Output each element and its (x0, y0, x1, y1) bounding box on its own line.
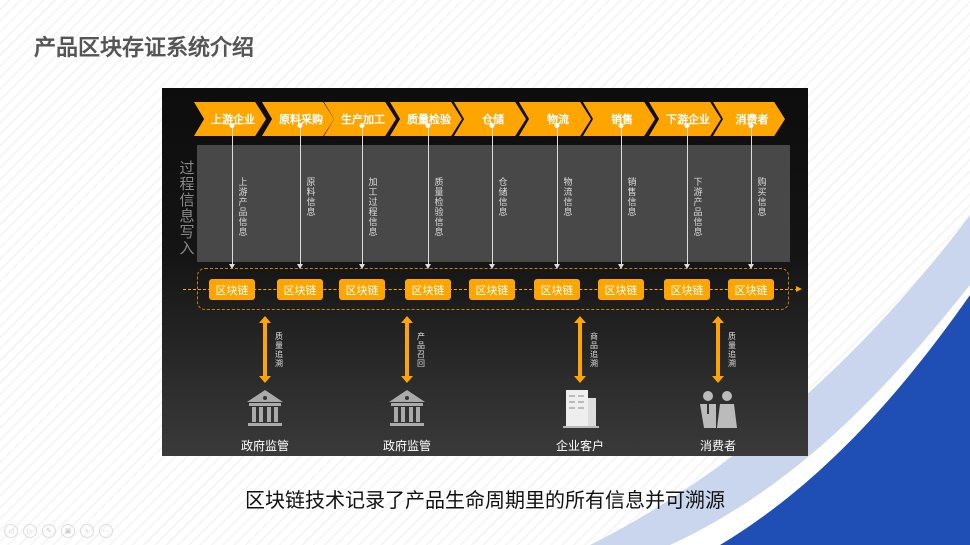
down-arrow-icon (748, 264, 754, 269)
bidirectional-arrow-icon (712, 316, 724, 383)
stage-info: 下游产品信息 (693, 178, 703, 238)
down-arrow-icon (229, 264, 235, 269)
stage-1: 原料采购 (262, 102, 334, 136)
more-icon[interactable]: ⋯ (99, 524, 113, 538)
caption: 区块链技术记录了产品生命周期里的所有信息并可溯源 (245, 488, 725, 512)
blockchain-block: 区块链 (209, 279, 255, 300)
stage-0: 上游企业 (194, 102, 266, 136)
connector-dot (297, 123, 303, 128)
blockchain-block: 区块链 (664, 279, 710, 300)
blockchain-block: 区块链 (405, 279, 451, 300)
stage-connector (300, 125, 301, 266)
connector-dot (229, 123, 235, 128)
stage-info: 质量检验信息 (434, 178, 444, 238)
stakeholder-label: 政府监管 (240, 439, 290, 453)
stage-5: 物流 (519, 102, 591, 136)
stage-2: 生产加工 (324, 102, 396, 136)
stage-connector (687, 125, 688, 266)
stakeholder-label: 企业客户 (555, 439, 605, 453)
blockchain-block: 区块链 (339, 279, 385, 300)
stakeholder-action: 商品追溯 (590, 332, 598, 368)
blockchain-block: 区块链 (277, 279, 323, 300)
connector-dot (684, 123, 690, 128)
slides-icon[interactable]: ▣ (61, 524, 75, 538)
process-write-label: 过程信息写入 (179, 159, 195, 257)
bidirectional-arrow-icon (401, 316, 413, 383)
connector-dot (359, 123, 365, 128)
connector-dot (618, 123, 624, 128)
stage-connector (428, 125, 429, 266)
stage-info: 购买信息 (757, 178, 767, 218)
blockchain-block: 区块链 (534, 279, 580, 300)
stage-4: 仓储 (454, 102, 526, 136)
stage-connector (492, 125, 493, 266)
stage-connector (232, 125, 233, 266)
bidirectional-arrow-icon (574, 316, 586, 383)
down-arrow-icon (297, 264, 303, 269)
blue-swoosh-decoration (590, 215, 970, 545)
stage-6: 销售 (583, 102, 655, 136)
down-arrow-icon (554, 264, 560, 269)
people-icon (698, 388, 738, 430)
connector-dot (425, 123, 431, 128)
down-arrow-icon (489, 264, 495, 269)
connector-dot (489, 123, 495, 128)
slide-nav: ◁ ▷ ✎ ▣ ⌕ ⋯ (4, 524, 113, 538)
down-arrow-icon (359, 264, 365, 269)
stage-info: 物流信息 (563, 178, 573, 218)
page-title: 产品区块存证系统介绍 (34, 36, 255, 61)
blockchain-block: 区块链 (598, 279, 644, 300)
stakeholder-label: 消费者 (699, 439, 737, 453)
connector-dot (748, 123, 754, 128)
next-icon[interactable]: ▷ (23, 524, 37, 538)
stage-8: 消费者 (713, 102, 785, 136)
stage-3: 质量检验 (390, 102, 462, 136)
stage-info: 上游产品信息 (238, 178, 248, 238)
pen-icon[interactable]: ✎ (42, 524, 56, 538)
stage-info: 仓储信息 (498, 178, 508, 218)
stakeholder-action: 质量追溯 (728, 332, 736, 368)
bidirectional-arrow-icon (259, 316, 271, 383)
blockchain-block: 区块链 (469, 279, 515, 300)
office-building-icon (560, 388, 600, 430)
stage-info: 销售信息 (627, 178, 637, 218)
connector-dot (554, 123, 560, 128)
stage-connector (362, 125, 363, 266)
down-arrow-icon (425, 264, 431, 269)
government-building-icon (245, 388, 285, 430)
stage-7: 下游企业 (649, 102, 721, 136)
government-building-icon (387, 388, 427, 430)
stakeholder-action: 质量追溯 (275, 332, 283, 368)
stage-info: 加工过程信息 (368, 178, 378, 238)
stage-connector (751, 125, 752, 266)
stakeholder-label: 政府监管 (382, 439, 432, 453)
down-arrow-icon (618, 264, 624, 269)
stage-connector (621, 125, 622, 266)
stage-connector (557, 125, 558, 266)
prev-icon[interactable]: ◁ (4, 524, 18, 538)
zoom-icon[interactable]: ⌕ (80, 524, 94, 538)
blockchain-block: 区块链 (728, 279, 774, 300)
chain-arrow-icon (796, 286, 802, 292)
down-arrow-icon (684, 264, 690, 269)
info-band (197, 145, 790, 262)
stage-info: 原料信息 (306, 178, 316, 218)
stakeholder-action: 产品召回 (417, 332, 425, 368)
